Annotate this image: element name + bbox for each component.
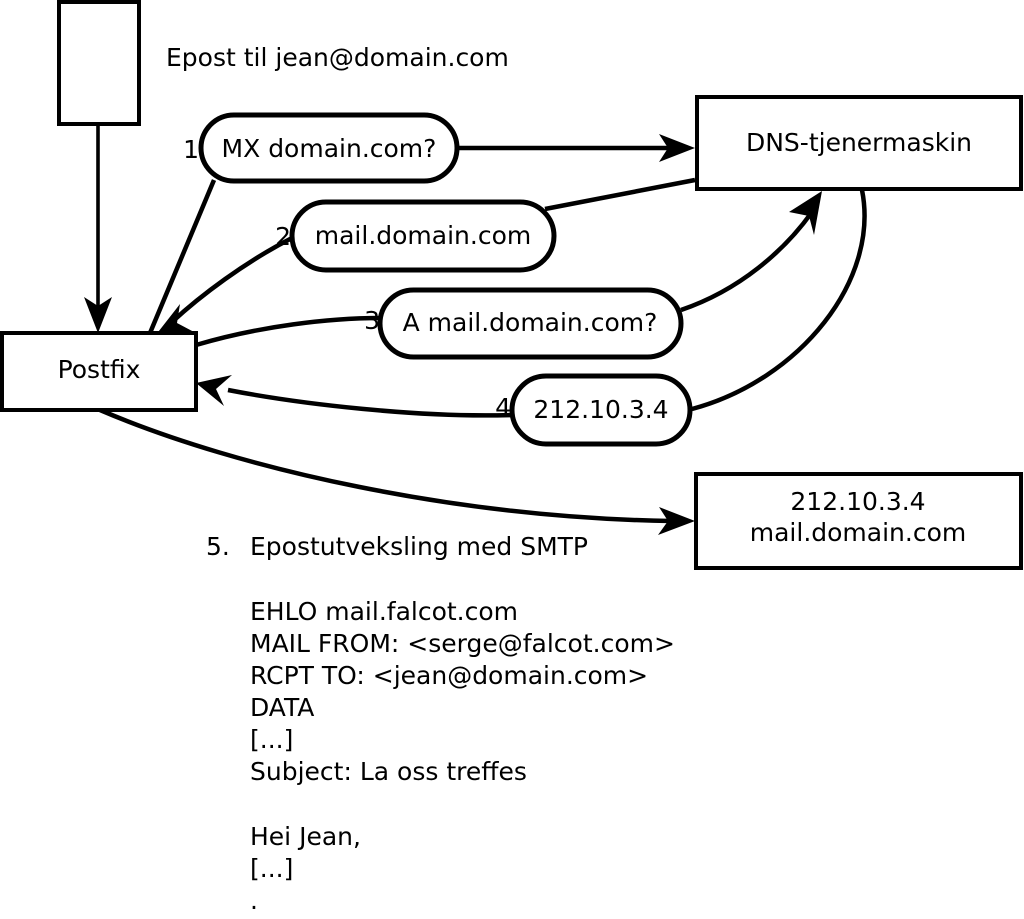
transcript-line-2: RCPT TO: <jean@domain.com>	[250, 661, 648, 690]
edge-step1-to-dns	[459, 134, 695, 162]
step-2-pill[interactable]: mail.domain.com	[289, 199, 557, 273]
arrowhead-step2-to-postfix	[155, 304, 194, 336]
arrowhead-client-to-postfix	[84, 297, 112, 333]
edge-dns-to-step4	[196, 189, 867, 418]
postfix-label: Postfix	[58, 355, 141, 384]
arrowhead-step3-to-dns	[789, 191, 822, 235]
transcript-line-1: MAIL FROM: <serge@falcot.com>	[250, 629, 675, 658]
edge-postfix-to-step3	[195, 191, 822, 348]
step-5-label: Epostutveksling med SMTP	[250, 532, 588, 561]
transcript-line-3: DATA	[250, 693, 314, 722]
remote-server-ip: 212.10.3.4	[790, 487, 925, 516]
dns-server-label: DNS-tjenermaskin	[746, 128, 972, 157]
smtp-transcript: EHLO mail.falcot.com MAIL FROM: <serge@f…	[250, 597, 675, 915]
step-3-pill[interactable]: A mail.domain.com?	[377, 287, 684, 360]
node-dns-server[interactable]: DNS-tjenermaskin	[695, 95, 1023, 191]
arrowhead-step4-to-postfix	[196, 375, 232, 406]
edge-postfix-to-step1	[147, 179, 217, 334]
step-3-label: A mail.domain.com?	[403, 308, 658, 337]
step-1-pill[interactable]: MX domain.com?	[198, 112, 460, 184]
transcript-line-0: EHLO mail.falcot.com	[250, 597, 518, 626]
arrowhead-step1-to-dns	[659, 134, 695, 162]
step-2-label: mail.domain.com	[315, 221, 531, 250]
edge-client-to-postfix	[84, 122, 112, 333]
page-title: Epost til jean@domain.com	[166, 43, 509, 72]
arrowhead-postfix-to-remote	[658, 507, 695, 535]
transcript-line-8: [...]	[250, 854, 293, 883]
remote-server-hostname: mail.domain.com	[750, 518, 966, 547]
transcript-line-5: Subject: La oss treffes	[250, 757, 527, 786]
node-postfix[interactable]: Postfix	[0, 331, 198, 412]
transcript-line-7: Hei Jean,	[250, 822, 361, 851]
step-5-number: 5.	[206, 532, 230, 561]
step-4-label: 212.10.3.4	[533, 395, 668, 424]
edge-dns-to-step2	[155, 177, 696, 336]
step-1-label: MX domain.com?	[222, 134, 437, 163]
node-mail-client[interactable]	[57, 0, 141, 126]
transcript-line-4: [...]	[250, 725, 293, 754]
node-remote-mail-server[interactable]: 212.10.3.4 mail.domain.com	[694, 472, 1023, 570]
transcript-line-9: .	[250, 886, 258, 915]
step-4-pill[interactable]: 212.10.3.4	[509, 373, 693, 447]
edge-postfix-to-remote	[99, 407, 695, 535]
